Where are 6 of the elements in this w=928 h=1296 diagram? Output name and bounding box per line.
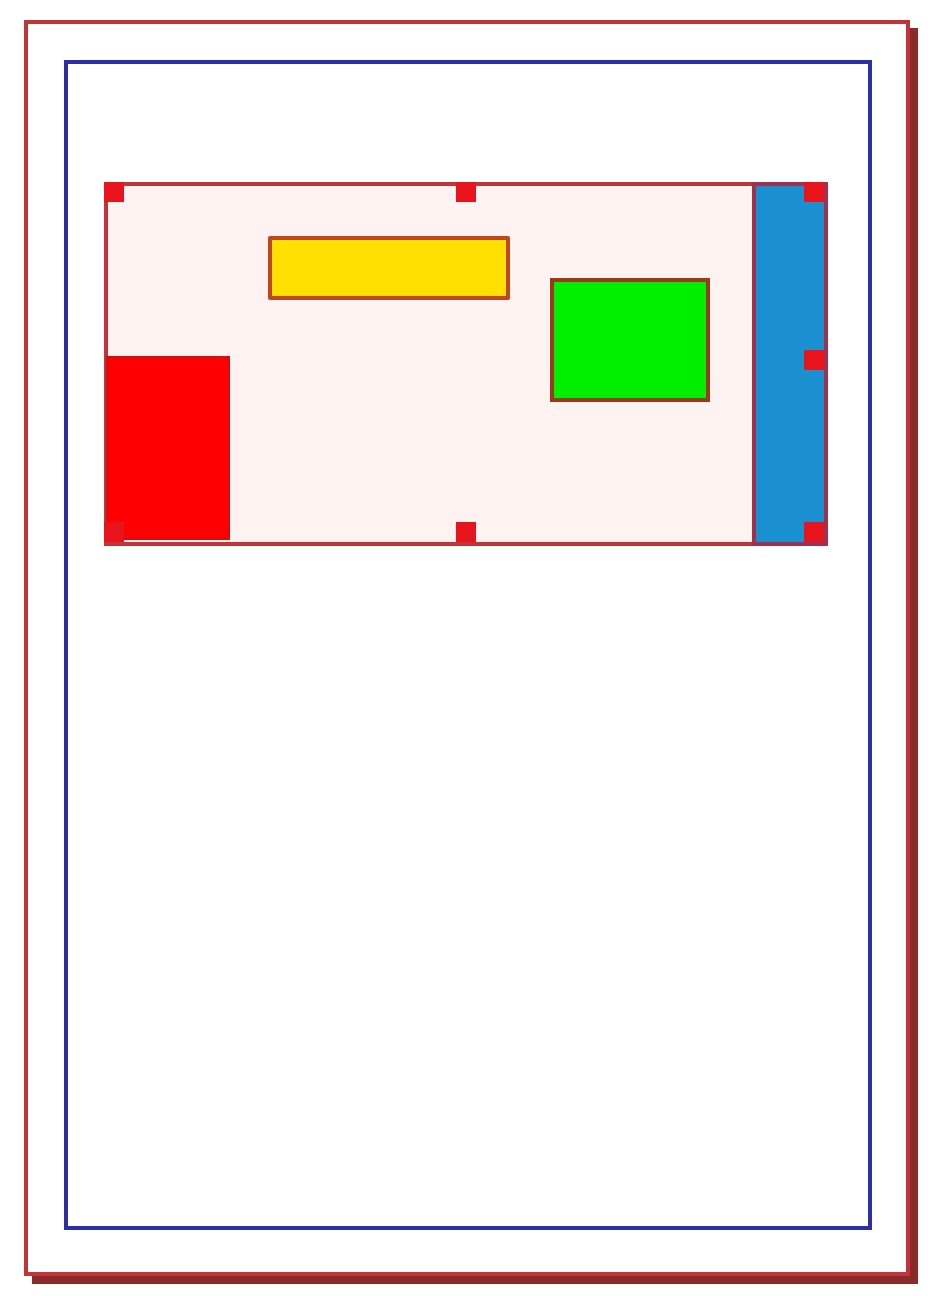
text-bar [268,236,510,300]
image-frame [550,278,710,402]
selection-frame [104,182,828,546]
margin-frame [64,60,872,1230]
content-block [106,356,230,540]
side-column [752,182,828,546]
